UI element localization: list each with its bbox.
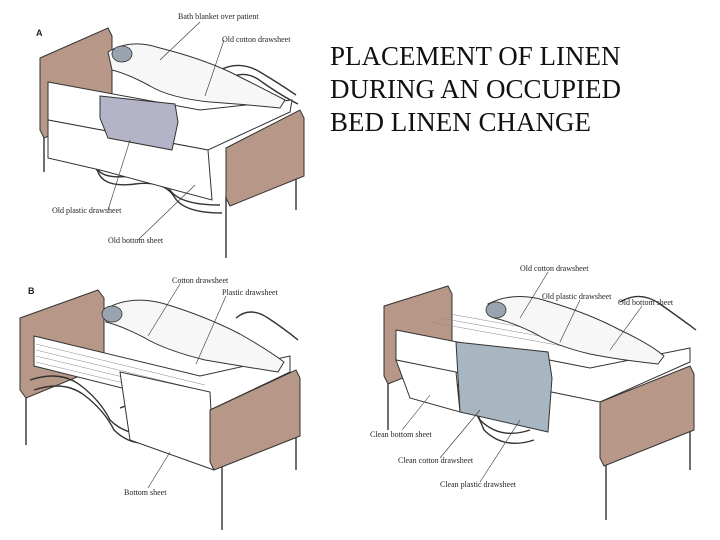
panel-a-letter: A <box>36 28 43 38</box>
panel-b-leader-lines <box>147 283 227 489</box>
bed-panel-a: A Bath blanket ov <box>36 12 305 258</box>
label-plastic-drawsheet-b: Plastic drawsheet <box>222 288 279 297</box>
panel-c-footboard <box>599 365 695 467</box>
panel-b-letter: B <box>28 286 35 296</box>
panel-a-old-plastic-drawsheet <box>99 95 179 151</box>
panel-a-patient-head <box>111 45 133 63</box>
label-old-bottom-sheet-a: Old bottom sheet <box>108 236 164 245</box>
slide-title-line-3: BED LINEN CHANGE <box>330 107 591 137</box>
panel-c-patient-blanket <box>487 295 665 365</box>
bed-panel-b: B Cotton <box>19 276 301 530</box>
panel-c-leader-lines <box>401 271 643 483</box>
slide-title-line-1: PLACEMENT OF LINEN <box>330 41 621 71</box>
label-old-cotton-drawsheet-c: Old cotton drawsheet <box>520 264 589 273</box>
label-cotton-drawsheet-b: Cotton drawsheet <box>172 276 229 285</box>
panel-c-patient-head <box>485 301 507 319</box>
label-old-plastic-drawsheet-c: Old plastic drawsheet <box>542 292 612 301</box>
panel-a-leader-lines <box>107 21 225 241</box>
slide-title: PLACEMENT OF LINEN DURING AN OCCUPIED BE… <box>330 40 710 139</box>
label-bath-blanket: Bath blanket over patient <box>178 12 259 21</box>
panel-a-footboard <box>225 109 305 207</box>
panel-a-patient-blanket <box>107 43 286 109</box>
panel-b-footboard <box>209 369 301 471</box>
slide-title-line-2: DURING AN OCCUPIED <box>330 74 622 104</box>
label-clean-cotton-drawsheet-c: Clean cotton drawsheet <box>398 456 474 465</box>
label-clean-bottom-sheet-c: Clean bottom sheet <box>370 430 433 439</box>
bed-panel-c: Old cotton drawsheet Old plastic drawshe… <box>370 264 697 520</box>
panel-b-mattress <box>33 335 291 411</box>
label-old-cotton-drawsheet-a: Old cotton drawsheet <box>222 35 291 44</box>
panel-a-bottom-sheet <box>47 119 213 201</box>
panel-b-patient-blanket <box>103 299 285 373</box>
panel-b-patient-head <box>101 305 123 323</box>
panel-c-clean-drawsheet <box>455 341 553 433</box>
label-bottom-sheet-b: Bottom sheet <box>124 488 167 497</box>
label-old-plastic-drawsheet-a: Old plastic drawsheet <box>52 206 122 215</box>
label-clean-plastic-drawsheet-c: Clean plastic drawsheet <box>440 480 517 489</box>
panel-c-clean-bottom-sheet <box>395 359 461 413</box>
label-old-bottom-sheet-c: Old bottom sheet <box>618 298 674 307</box>
